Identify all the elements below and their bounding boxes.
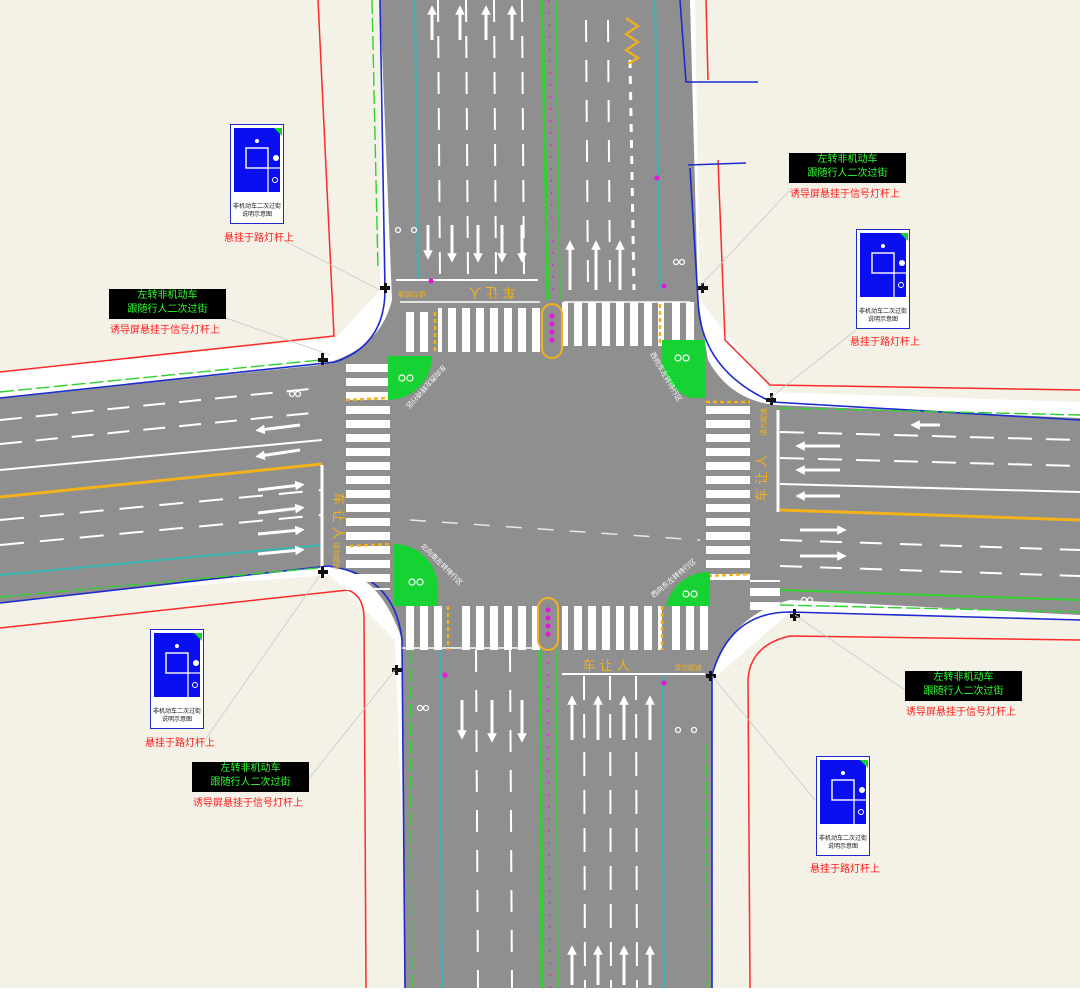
guidance-screen-note-nw: 诱导屏悬挂于信号灯杆上 (110, 325, 220, 336)
slow-text-east: 请勿超速 (759, 408, 768, 436)
bike-crossing-diagram-icon (245, 128, 282, 192)
guidance-screen-se: 左转非机动车 跟随行人二次过街 (905, 671, 1022, 701)
west-lane-markings (0, 387, 324, 578)
waiting-zone-bike-icons (288, 226, 814, 734)
guidance-screen-nw: 左转非机动车 跟随行人二次过街 (109, 289, 226, 319)
median-islands (428, 175, 667, 686)
east-lane-markings (776, 410, 1080, 601)
sign-caption: 非机动车二次过街 说明示意图 (152, 708, 201, 723)
guidance-screen-note-ne: 诱导屏悬挂于信号灯杆上 (790, 189, 900, 200)
signal-poles (318, 283, 800, 681)
sign-illustration (820, 760, 868, 824)
bike-crossing-diagram-icon (165, 633, 202, 697)
slow-text-north: 请勿超速 (398, 290, 426, 299)
yield-text-north: 车 让 人 (468, 284, 515, 300)
guidance-screen-note-se: 诱导屏悬挂于信号灯杆上 (906, 707, 1016, 718)
sign-caption: 非机动车二次过街 说明示意图 (858, 308, 907, 323)
sign-note-se: 悬挂于路灯杆上 (810, 864, 880, 875)
slow-text-south: 请勿超速 (674, 663, 702, 672)
sign-illustration (234, 128, 282, 192)
guidance-screen-sw: 左转非机动车 跟随行人二次过街 (192, 762, 309, 792)
sign-panel-se: 非机动车二次过街 说明示意图 (816, 756, 870, 856)
yield-text-south: 车 让 人 (582, 658, 629, 674)
bike-crossing-diagram-icon (871, 233, 908, 297)
guidance-screen-note-sw: 诱导屏悬挂于信号灯杆上 (193, 798, 303, 809)
guidance-screen-ne: 左转非机动车 跟随行人二次过街 (789, 153, 906, 183)
sign-panel-sw: 非机动车二次过街 说明示意图 (150, 629, 204, 729)
east-arrows (795, 420, 940, 561)
sign-note-nw: 悬挂于路灯杆上 (224, 233, 294, 244)
north-lane-markings (396, 0, 690, 303)
west-arrows (255, 423, 305, 556)
leader-lines (204, 189, 906, 801)
sign-note-sw: 悬挂于路灯杆上 (145, 738, 215, 749)
yield-text-west: 车 让 人 (330, 492, 346, 539)
sign-illustration (154, 633, 202, 697)
yield-text-east: 车 让 人 (754, 454, 770, 501)
crosswalk-yellow-edges (345, 304, 751, 650)
sign-panel-nw: 非机动车二次过街 说明示意图 (230, 124, 284, 224)
sign-panel-ne: 非机动车二次过街 说明示意图 (856, 229, 910, 329)
crosswalks (346, 302, 780, 650)
north-yellow-zigzag (624, 17, 641, 65)
sign-caption: 非机动车二次过街 说明示意图 (232, 203, 281, 218)
sign-illustration (860, 233, 908, 297)
north-arrows (423, 5, 625, 290)
south-arrows (457, 695, 655, 985)
slow-text-west: 请勿超速 (332, 542, 341, 570)
sign-caption: 非机动车二次过街 说明示意图 (818, 835, 867, 850)
bike-crossing-diagram-icon (831, 760, 868, 824)
sign-note-ne: 悬挂于路灯杆上 (850, 337, 920, 348)
waiting-zones (388, 340, 710, 606)
